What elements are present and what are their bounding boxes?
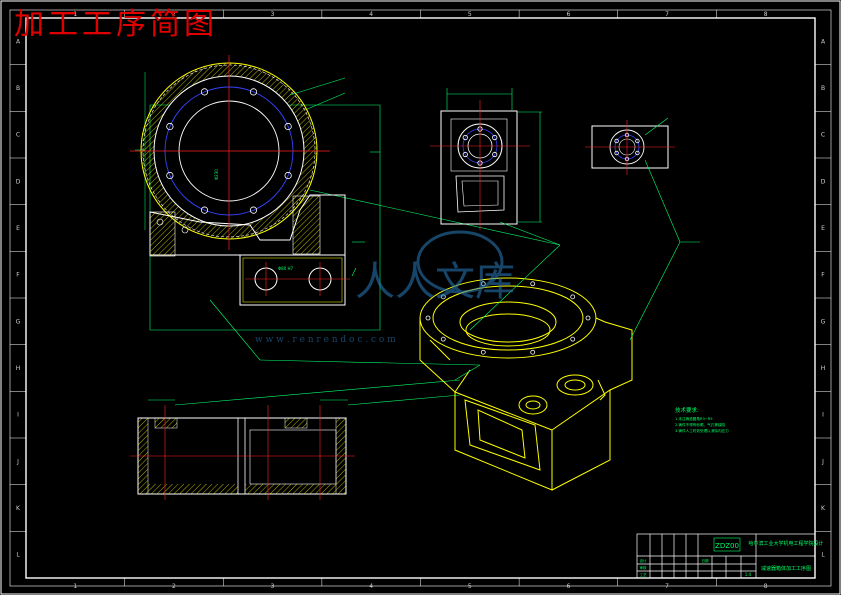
bolt-hole xyxy=(585,315,591,321)
border-col-label: 2 xyxy=(172,583,176,590)
svg-text:1:4: 1:4 xyxy=(745,572,752,577)
bolt-hole xyxy=(284,122,292,131)
bolt-hole xyxy=(200,88,209,96)
bolt-hole xyxy=(440,294,446,300)
border-col-label: 3 xyxy=(271,11,275,18)
border-row-label: L xyxy=(821,552,825,559)
title-block-cell: 审核 xyxy=(640,565,648,570)
title-block-cell: 工艺 xyxy=(640,572,648,577)
border-col-label: 2 xyxy=(172,11,176,18)
border-row-label: J xyxy=(821,458,824,465)
bolt-hole xyxy=(480,349,486,355)
isometric-view xyxy=(419,277,633,491)
title-block-cell: 设计 xyxy=(640,558,648,563)
border-row-label: A xyxy=(16,38,21,45)
border-row-label: G xyxy=(16,318,21,325)
svg-text:Φ230: Φ230 xyxy=(214,169,219,180)
bolt-hole xyxy=(249,206,258,214)
border-col-label: 7 xyxy=(665,583,669,590)
border-row-label: I xyxy=(822,412,824,419)
bolt-hole xyxy=(462,151,468,158)
svg-text:w w w . r e n r e n d o c . c: w w w . r e n r e n d o c . c o m xyxy=(255,335,396,345)
title-block-text: ZDZ00 哈尔滨工业大学机电工程学院设计 减速器箱体加工工序图 1:4 设计 … xyxy=(640,537,824,577)
svg-text:减速器箱体加工工序图: 减速器箱体加工工序图 xyxy=(761,565,811,572)
svg-text:哈尔滨工业大学机电工程学院设计: 哈尔滨工业大学机电工程学院设计 xyxy=(748,540,823,547)
border-row-label: D xyxy=(821,178,826,185)
bolt-hole xyxy=(635,138,640,144)
bolt-hole xyxy=(166,122,174,131)
border-row-label: H xyxy=(16,365,21,372)
border-row-label: D xyxy=(16,178,21,185)
border-row-label: G xyxy=(821,318,826,325)
svg-text:Φ80 H7: Φ80 H7 xyxy=(278,266,294,271)
border-row-label: B xyxy=(821,85,825,92)
border-col-label: 8 xyxy=(764,11,768,18)
border-row-label: C xyxy=(16,132,20,139)
bolt-hole xyxy=(440,336,446,342)
border-row-label: F xyxy=(16,272,20,279)
border-col-label: 8 xyxy=(764,583,768,590)
border-col-label: 7 xyxy=(665,11,669,18)
side-view xyxy=(430,88,561,246)
note-line: 2.铸件不得有砂眼、气孔等缺陷 xyxy=(675,422,726,427)
border-col-label: 1 xyxy=(73,583,77,590)
bolt-hole xyxy=(570,336,576,342)
bolt-hole xyxy=(249,88,258,96)
border-col-label: 3 xyxy=(271,583,275,590)
border-col-label: 5 xyxy=(468,11,472,18)
bolt-hole xyxy=(492,134,498,141)
title-block xyxy=(636,533,816,579)
svg-text:ZDZ00: ZDZ00 xyxy=(715,542,739,550)
bolt-hole xyxy=(284,171,292,180)
bolt-holes xyxy=(166,88,292,214)
border-row-label: B xyxy=(16,85,20,92)
bolt-hole xyxy=(462,134,468,141)
drawing-title: 加工工序简图 xyxy=(14,7,218,42)
svg-text:技术要求:: 技术要求: xyxy=(675,406,699,414)
bolt-hole xyxy=(614,150,619,156)
note-line: 1.未注铸造圆角R3~R5 xyxy=(675,416,713,421)
border-col-label: 4 xyxy=(369,583,373,590)
bolt-hole xyxy=(166,171,174,180)
svg-text:人人文库: 人人文库 xyxy=(355,259,515,305)
border-row-label: F xyxy=(821,272,825,279)
border-col-label: 5 xyxy=(468,583,472,590)
bolt-hole xyxy=(530,281,536,287)
bolt-hole xyxy=(425,315,431,321)
note-line: 3.铸件人工时效处理以消除内应力 xyxy=(675,428,729,433)
border-row-label: C xyxy=(821,132,825,139)
technical-notes: 技术要求: 1.未注铸造圆角R3~R5 2.铸件不得有砂眼、气孔等缺陷 3.铸件… xyxy=(675,406,729,433)
leader-lines xyxy=(454,241,681,381)
border-row-label: H xyxy=(821,365,826,372)
border-row-label: E xyxy=(16,225,20,232)
bolt-hole xyxy=(492,151,498,158)
title-block-cell: 日期 xyxy=(702,558,710,563)
bolt-hole xyxy=(570,294,576,300)
border-col-label: 4 xyxy=(369,11,373,18)
bolt-hole xyxy=(635,150,640,156)
bolt-hole xyxy=(614,138,619,144)
border-row-label: K xyxy=(16,505,21,512)
border-col-label: 1 xyxy=(73,11,77,18)
border-row-label: E xyxy=(821,225,825,232)
detail-view xyxy=(585,117,700,243)
top-view: Φ80 H7 Φ230 xyxy=(130,55,561,366)
border-col-label: 6 xyxy=(567,11,571,18)
bolt-hole xyxy=(200,206,209,214)
border-row-label: I xyxy=(17,412,19,419)
section-view xyxy=(130,379,461,500)
bolt-hole xyxy=(530,349,536,355)
watermark: 人人文库 w w w . r e n r e n d o c . c o m xyxy=(255,230,515,345)
border-row-label: K xyxy=(821,505,826,512)
border-col-label: 6 xyxy=(567,583,571,590)
border-row-label: J xyxy=(16,458,19,465)
border-row-label: A xyxy=(821,38,826,45)
border-row-label: L xyxy=(16,552,20,559)
